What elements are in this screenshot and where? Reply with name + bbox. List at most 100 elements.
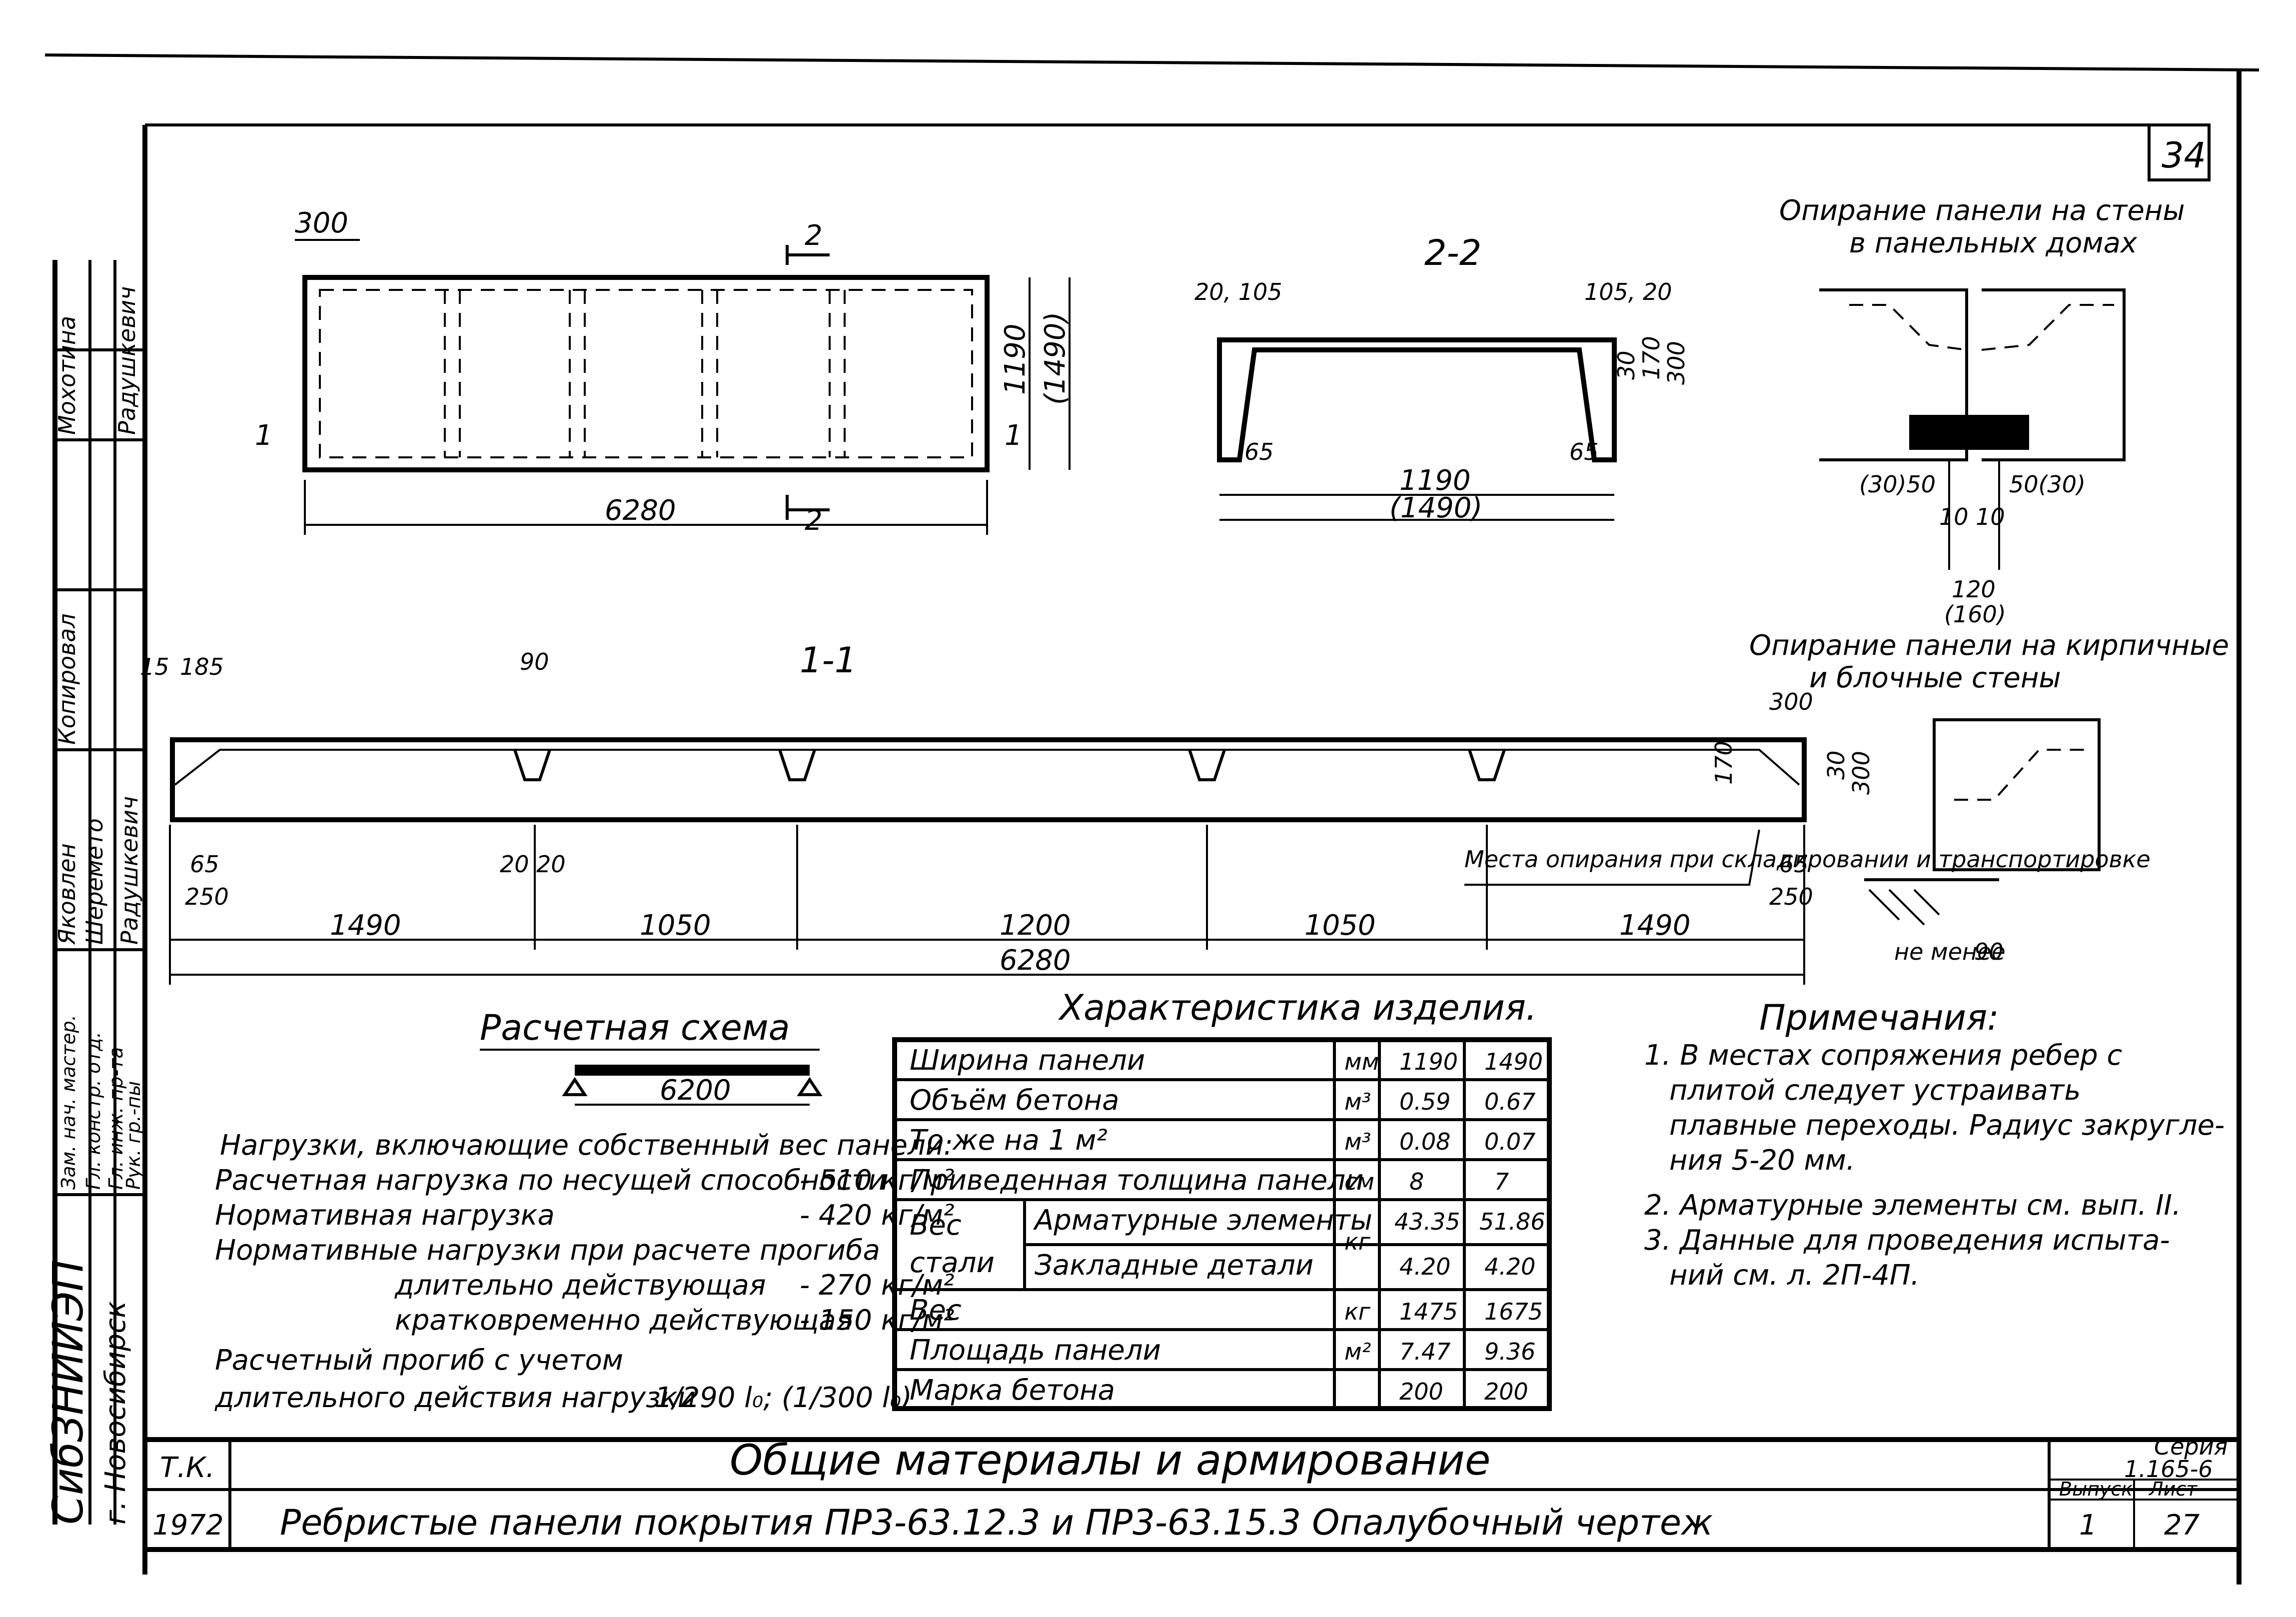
- char-v1: 8: [1409, 1168, 1424, 1195]
- series-label: Серия: [2154, 1433, 2228, 1460]
- section-1-marker-right: 1: [1005, 419, 1023, 452]
- char-v2: 200: [1484, 1378, 1528, 1405]
- stamp-name: Яковлен: [53, 843, 80, 945]
- dim-185: 185: [180, 653, 224, 680]
- note-line: плавные переходы. Радиус закругле-: [1669, 1109, 2225, 1142]
- support-brick-title-2: и блочные стены: [1809, 662, 2061, 694]
- support-brick-panel: [1933, 718, 2101, 871]
- load-label: Нормативные нагрузки при расчете прогиба: [215, 1234, 880, 1267]
- char-v2: 51.86: [1479, 1208, 1545, 1235]
- dim-right-top: 105, 20: [1584, 278, 1672, 305]
- note-line: ний см. л. 2П-4П.: [1669, 1259, 1920, 1292]
- dim-65-right: 65: [1779, 851, 1809, 878]
- char-unit: кг: [1344, 1228, 1371, 1255]
- support-brick-walls: Опирание панели на кирпичные и блочные с…: [1749, 629, 2229, 965]
- load-label: длительно действующая: [394, 1269, 766, 1302]
- notes-block: Примечания: 1. В местах сопряжения ребер…: [1644, 997, 2225, 1292]
- calc-scheme-beam: [575, 1065, 810, 1076]
- dim-65-right: 65: [1569, 438, 1599, 465]
- load-label: Нормативная нагрузка: [215, 1199, 555, 1232]
- dim-1050-a: 1050: [640, 909, 711, 942]
- load-value: - 420 кг/м²: [800, 1199, 955, 1232]
- char-unit: м³: [1344, 1088, 1371, 1115]
- char-unit: м²: [1344, 1338, 1371, 1365]
- char-name: Ширина панели: [910, 1044, 1145, 1077]
- stamp-name: Мохотина: [53, 316, 80, 435]
- support-brick-title-1: Опирание панели на кирпичные: [1749, 629, 2229, 662]
- char-v1: 4.20: [1399, 1253, 1450, 1280]
- support-panel-left: [1819, 288, 1968, 461]
- char-v2: 7: [1494, 1168, 1509, 1195]
- title-block: Т.К. 1972 Общие материалы и армирование …: [145, 1433, 2239, 1552]
- section-1-marker-left: 1: [255, 419, 273, 452]
- char-name: Приведенная толщина панели: [910, 1164, 1363, 1197]
- char-v2: 4.20: [1484, 1253, 1535, 1280]
- issue-value: 1: [2079, 1509, 2097, 1542]
- char-name: Объём бетона: [910, 1084, 1119, 1117]
- dim-6280: 6280: [605, 494, 676, 527]
- section-2-2-profile: [1217, 337, 1617, 462]
- stamp-role: Гл. инж. пр-та: [105, 1047, 127, 1190]
- load-value: - 270 кг/м²: [800, 1269, 955, 1302]
- load-label: кратковременно действующая: [395, 1304, 853, 1337]
- dim-170-right: 170: [1710, 741, 1737, 785]
- dim-30: 30: [1613, 350, 1640, 380]
- dim-1490: (1490): [1039, 312, 1072, 405]
- section-1-1-profile: [170, 737, 1807, 822]
- dim-65-left: 65: [1244, 438, 1274, 465]
- stamp-org: СибЗНИИЭП: [43, 1260, 92, 1525]
- dim-15: 15: [140, 653, 169, 680]
- dim-1490-right: 1490: [1619, 909, 1691, 942]
- plan-view: 6280 300 1190 (1490) 2 2 1 1: [255, 207, 1072, 537]
- dim-65-left: 65: [190, 851, 219, 878]
- dim-250-right: 250: [1769, 883, 1813, 910]
- char-unit: мм: [1344, 1048, 1379, 1075]
- section-1-1-label: 1-1: [800, 640, 857, 681]
- char-name: Арматурные элементы: [1033, 1204, 1372, 1237]
- char-v2: 0.67: [1484, 1088, 1535, 1115]
- dim-20-20: 20 20: [500, 851, 566, 878]
- dim-120: 120: [1952, 576, 1996, 603]
- stamp-city: г. Новосибирск: [99, 1301, 132, 1525]
- characteristics-title: Характеристика изделия.: [1058, 987, 1537, 1028]
- dim-300-vertical: 300: [1848, 751, 1875, 795]
- char-v1: 200: [1399, 1378, 1443, 1405]
- support-panel-walls: Опирание панели на стены в панельных дом…: [1779, 194, 2185, 628]
- note-line: 2. Арматурные элементы см. вып. II.: [1644, 1189, 2181, 1222]
- side-stamp: СибЗНИИЭП г. Новосибирск Зам. нач. масте…: [43, 260, 146, 1525]
- load-value: - 510 кг/м²: [800, 1164, 955, 1197]
- title-left-code: Т.К.: [160, 1452, 215, 1484]
- sheet-corner-number: 34: [2162, 135, 2206, 176]
- section-2-2: 2-2 20, 105 105, 20 65 65 30 170 300 119…: [1194, 232, 1690, 524]
- dim-1050-b: 1050: [1304, 909, 1376, 942]
- series-value: 1.165-6: [2124, 1456, 2213, 1483]
- dim-160: (160): [1944, 601, 2006, 628]
- dim-90: 90: [1974, 938, 2004, 965]
- dim-30-right: 30: [1823, 750, 1850, 780]
- note-line: 1. В местах сопряжения ребер с: [1644, 1039, 2122, 1072]
- support-brick-hatch: [1868, 889, 1940, 926]
- char-v1: 7.47: [1399, 1338, 1450, 1365]
- dim-90: 90: [520, 648, 549, 675]
- dim-300: 300: [295, 207, 348, 239]
- support-note: Места опирания при складировании и транс…: [1464, 846, 2151, 873]
- stamp-role: Копировал: [53, 613, 80, 745]
- char-name: Закладные детали: [1035, 1249, 1313, 1282]
- char-unit: см: [1344, 1168, 1374, 1195]
- char-name: Площадь панели: [910, 1334, 1161, 1367]
- notes-title: Примечания:: [1759, 997, 1999, 1038]
- dim-6280-total: 6280: [1000, 944, 1071, 977]
- dim-300-v: 300: [1663, 341, 1690, 385]
- title-year: 1972: [152, 1509, 224, 1542]
- char-v1: 1190: [1399, 1048, 1458, 1075]
- deflection-formula: 1/290 l₀; (1/300 l₀): [655, 1382, 912, 1414]
- stamp-name: Радушкевич: [116, 796, 143, 945]
- stamp-role: Зам. нач. мастер.: [57, 1015, 79, 1190]
- char-v1: 1475: [1399, 1298, 1458, 1325]
- stamp-role: Рук. гр.-пы: [122, 1081, 144, 1190]
- support-panel-right: [1982, 288, 2126, 461]
- char-name: Вес: [910, 1294, 962, 1327]
- section-1-1: 1-1 15 185 90 65 250 20 20 1490 1050 120…: [140, 640, 2151, 985]
- section-2-marker-bottom: 2: [805, 504, 823, 537]
- load-label: Расчетная нагрузка по несущей способност…: [215, 1164, 886, 1197]
